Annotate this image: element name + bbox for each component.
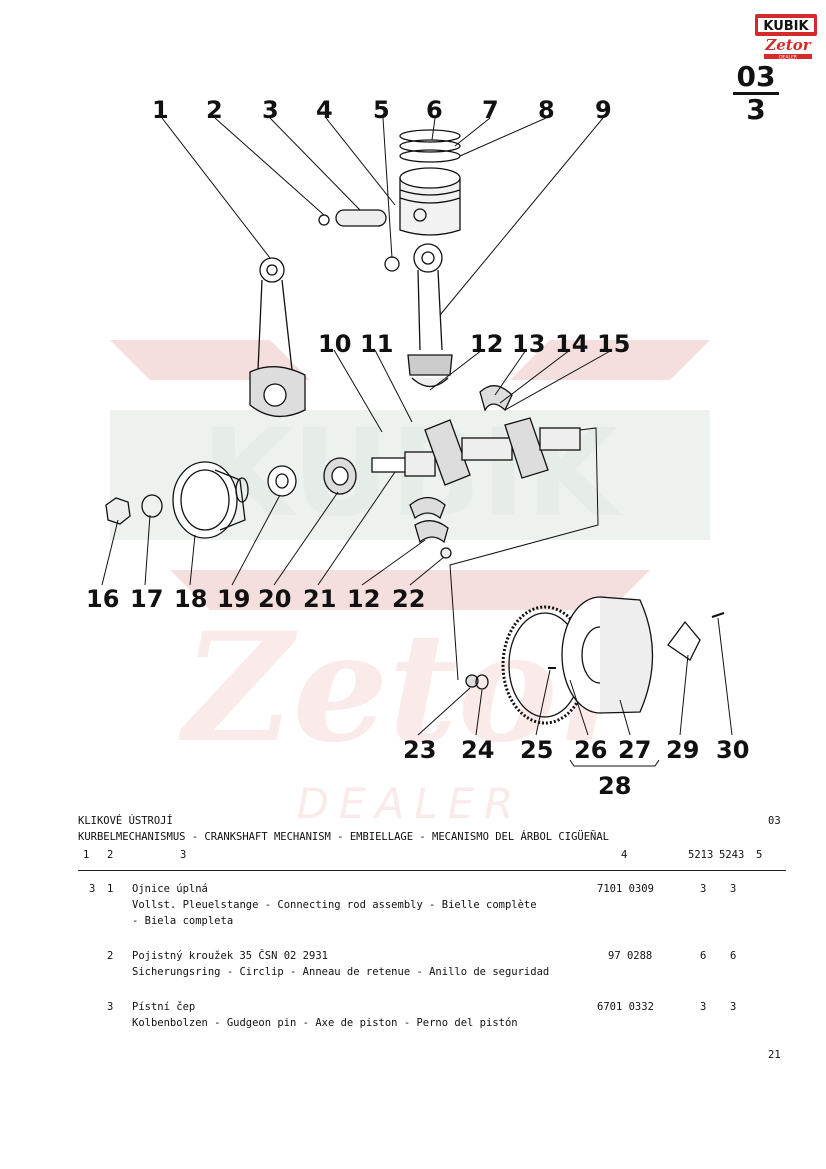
row-1-q1: 3 <box>700 883 707 895</box>
spacer-hole <box>275 473 289 489</box>
bearing-shell-lower-b <box>414 520 449 544</box>
row-1-group: 3 <box>89 883 96 895</box>
column-header-5243: 5243 <box>719 849 745 861</box>
callout-29: 29 <box>666 736 699 764</box>
page-number: 21 <box>768 1049 781 1061</box>
row-1-pos: 1 <box>107 883 114 895</box>
section-title-multilang: KURBELMECHANISMUS - CRANKSHAFT MECHANISM… <box>78 831 610 843</box>
callout-16: 16 <box>86 585 119 613</box>
page-code: 03 3 <box>733 62 779 125</box>
row-3-q1: 3 <box>700 1001 707 1013</box>
bolt-22 <box>440 547 452 559</box>
column-header-4: 4 <box>621 849 628 861</box>
bolt-30 <box>711 612 725 618</box>
page-code-denominator: 3 <box>733 92 779 125</box>
row-3-desc-1: Kolbenbolzen - Gudgeon pin - Axe de pist… <box>132 1017 518 1029</box>
column-header-1: 1 <box>83 849 90 861</box>
callout-28: 28 <box>598 772 631 800</box>
callout-9: 9 <box>595 96 612 124</box>
row-3-name: Pístní čep <box>132 1001 196 1013</box>
callout-15: 15 <box>597 330 630 358</box>
row-2-desc-1: Sicherungsring - Circlip - Anneau de ret… <box>132 966 550 978</box>
callout-3: 3 <box>262 96 279 124</box>
logo-tag-text: DEALER <box>779 55 797 61</box>
circlip <box>318 214 330 226</box>
callout-1: 1 <box>152 96 169 124</box>
callout-2: 2 <box>206 96 223 124</box>
connecting-rod-right <box>407 243 453 388</box>
callout-17: 17 <box>130 585 163 613</box>
column-header-3: 3 <box>180 849 187 861</box>
callout-19: 19 <box>217 585 250 613</box>
crankshaft-exploded-diagram: 1 2 3 4 5 6 7 8 9 10 11 12 13 14 15 16 1… <box>86 96 749 800</box>
row-3-pos: 3 <box>107 1001 114 1013</box>
callout-14: 14 <box>555 330 588 358</box>
row-1-desc-2: - Biela completa <box>132 915 234 927</box>
row-1-desc-1: Vollst. Pleuelstange - Connecting rod as… <box>132 899 537 911</box>
row-3-part: 6701 0332 <box>597 1001 654 1013</box>
row-2-part: 97 0288 <box>608 950 653 962</box>
callout-20: 20 <box>258 585 291 613</box>
callout-4: 4 <box>316 96 333 124</box>
logo-brand-text: KUBIK <box>763 19 809 34</box>
callout-25: 25 <box>520 736 553 764</box>
row-1-q2: 3 <box>730 883 737 895</box>
section-title-cz: KLIKOVÉ ÚSTROJÍ <box>78 815 173 827</box>
column-header-5213: 5213 <box>688 849 714 861</box>
logo-sub-text: Zetor <box>764 36 811 54</box>
row-2-q2: 6 <box>730 950 737 962</box>
row-1-part: 7101 0309 <box>597 883 654 895</box>
callout-12: 12 <box>470 330 503 358</box>
row-2-q1: 6 <box>700 950 707 962</box>
section-code: 03 <box>768 815 781 827</box>
callout-10: 10 <box>318 330 351 358</box>
callout-24: 24 <box>461 736 494 764</box>
bearing-shell-lower-a <box>409 496 446 520</box>
callout-27: 27 <box>618 736 651 764</box>
gear <box>323 457 357 495</box>
washer-24 <box>475 674 489 690</box>
callout-23: 23 <box>403 736 436 764</box>
callout-26: 26 <box>574 736 607 764</box>
callout-30: 30 <box>716 736 749 764</box>
crankshaft <box>371 417 581 486</box>
bolt-23 <box>465 674 479 688</box>
callout-6: 6 <box>426 96 443 124</box>
nut <box>105 497 131 525</box>
callout-8: 8 <box>538 96 555 124</box>
piston-assembly <box>399 129 461 236</box>
watermark-tag: DEALER <box>297 779 524 828</box>
bushing <box>384 256 400 272</box>
row-2-name: Pojistný kroužek 35 ČSN 02 2931 <box>132 950 328 962</box>
row-2-pos: 2 <box>107 950 114 962</box>
pulley <box>172 461 249 539</box>
callout-12b: 12 <box>347 585 380 613</box>
spacer <box>267 465 297 497</box>
row-3-q2: 3 <box>730 1001 737 1013</box>
callout-7: 7 <box>482 96 499 124</box>
callout-21: 21 <box>303 585 336 613</box>
callout-22: 22 <box>392 585 425 613</box>
callout-13: 13 <box>512 330 545 358</box>
kubik-zetor-logo: KUBIK Zetor DEALER <box>755 14 817 61</box>
callout-18: 18 <box>174 585 207 613</box>
callout-5: 5 <box>373 96 390 124</box>
callout-11: 11 <box>360 330 393 358</box>
row-1-name: Ojnice úplná <box>132 883 208 895</box>
column-header-5: 5 <box>756 849 763 861</box>
gudgeon-pin <box>335 209 387 227</box>
connecting-rod-left <box>249 257 306 417</box>
flywheel <box>561 596 654 714</box>
page-code-numerator: 03 <box>736 60 776 93</box>
column-header-2: 2 <box>107 849 114 861</box>
washer <box>141 494 163 518</box>
header-rule <box>78 870 786 871</box>
plate <box>667 620 701 661</box>
